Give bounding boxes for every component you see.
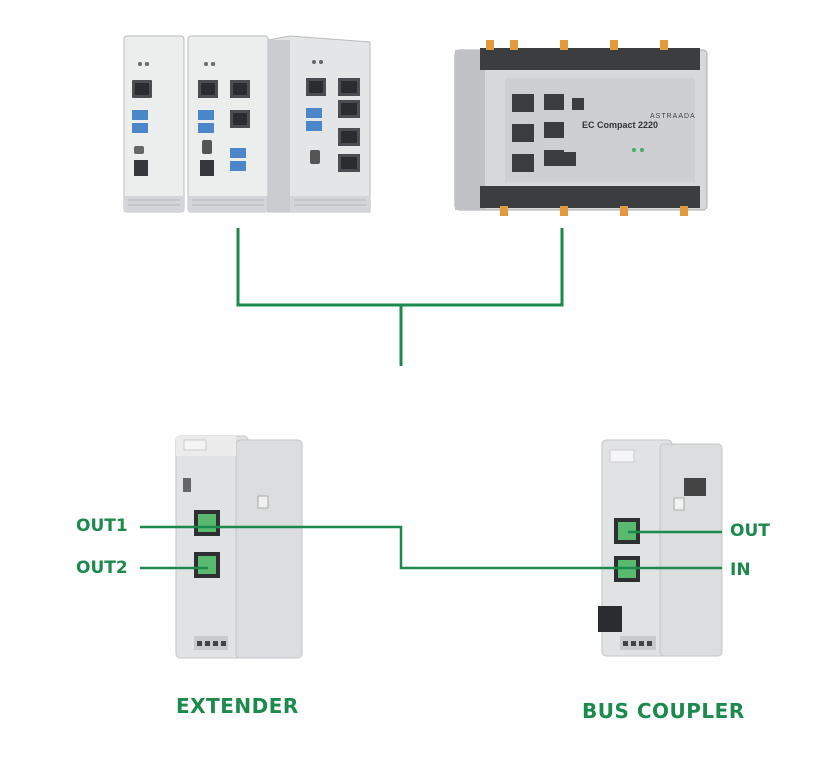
port-connection-lines: [140, 525, 722, 570]
box-pc-medium: [187, 35, 269, 213]
box-pc-narrow: [123, 35, 185, 213]
extender-module: [175, 435, 303, 659]
bus-coupler-port-in-label: IN: [730, 560, 751, 580]
box-pc-group: [123, 35, 371, 213]
bus-coupler-module: [598, 439, 723, 657]
ec-compact-brand-label: ASTRAADA: [650, 113, 696, 120]
extender-title: EXTENDER: [176, 694, 299, 718]
extender-port-out1-label: OUT1: [76, 516, 128, 536]
upper-connection-lines: [236, 228, 564, 366]
ec-compact-model-label: EC Compact 2220: [582, 120, 658, 130]
bus-coupler-port-out-label: OUT: [730, 521, 770, 541]
extender-port-out2-label: OUT2: [76, 558, 128, 578]
ec-compact-controller: EC Compact 2220 ASTRAADA: [454, 40, 708, 216]
bus-coupler-title: BUS COUPLER: [582, 699, 745, 723]
box-pc-large: [267, 35, 371, 213]
